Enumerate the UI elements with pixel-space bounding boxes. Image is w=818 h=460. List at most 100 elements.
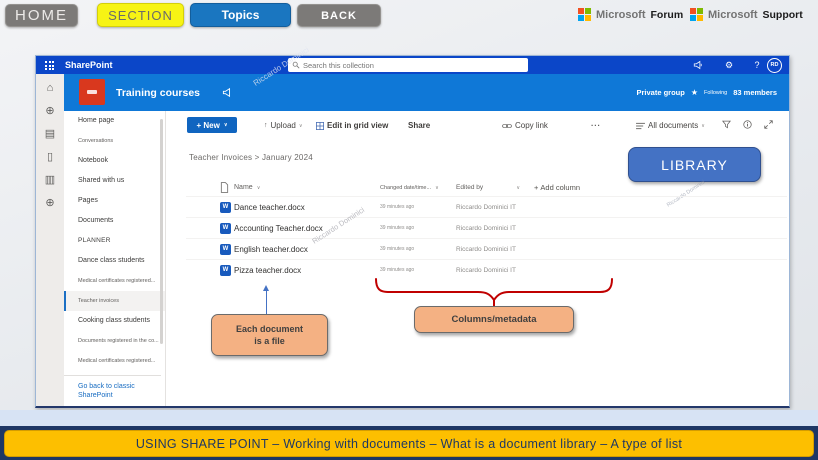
sharepoint-window: SharePoint ⚙ ? RD ⌂ ⊕ ▤ ▯ ▥ ⊕ Training course… [35, 45, 790, 408]
news-icon[interactable]: ▥ [44, 174, 56, 186]
file-edited-by: Riccardo Dominici IT [456, 245, 516, 253]
file-name[interactable]: Pizza teacher.docx [234, 265, 302, 275]
file-pointer-arrow [263, 285, 269, 317]
sidebar-item-cooking-class-students[interactable]: Cooking class students [78, 317, 150, 324]
changed-header-label: Changed date/time... [380, 184, 432, 191]
file-callout-line1: Each document [235, 324, 303, 334]
link-icon [502, 123, 512, 128]
column-header-name[interactable]: Name ∨ [234, 184, 380, 191]
word-file-icon: W [220, 201, 231, 213]
chevron-down-icon: ∨ [435, 184, 439, 191]
new-label: + New [196, 120, 220, 130]
classic-link-line2: SharePoint [78, 392, 113, 399]
search-box[interactable] [288, 58, 528, 72]
grid-icon [316, 121, 324, 130]
sidebar-item-conversations[interactable]: Conversations [78, 138, 114, 144]
file-edited-by: Riccardo Dominici IT [456, 203, 516, 211]
breadcrumb-separator: > [254, 153, 260, 162]
search-input[interactable] [303, 60, 513, 70]
columns-callout-label: Columns/metadata [451, 314, 537, 325]
sidebar-item-teacher-invoices[interactable]: Teacher invoices [64, 291, 165, 311]
suite-bar: SharePoint ⚙ ? RD [36, 56, 789, 74]
sidebar-item-home-page[interactable]: Home page [78, 117, 115, 124]
lesson-title-banner: USING SHARE POINT – Working with documen… [4, 430, 814, 457]
details-pane-icon[interactable] [743, 120, 752, 129]
sidebar-item-medical-certificates-registered[interactable]: Medical certificates registered... [78, 278, 156, 284]
id-card-icon[interactable]: ▤ [44, 128, 56, 140]
sidebar-scrollbar[interactable] [160, 119, 163, 344]
home-button[interactable]: HOME [5, 4, 78, 27]
help-icon[interactable]: ? [754, 60, 760, 70]
site-logo[interactable] [79, 79, 105, 105]
share-label: Share [408, 121, 431, 130]
home-icon[interactable]: ⌂ [46, 82, 54, 94]
column-header-changed[interactable]: Changed date/time... ∨ [380, 185, 456, 191]
sidebar-section-header: PLANNER [78, 237, 111, 244]
topics-button[interactable]: Topics [190, 3, 291, 27]
column-header-edited[interactable]: Edited by ∨ [456, 184, 534, 191]
add-column-button[interactable]: + Add column [534, 183, 787, 192]
members-count[interactable]: 83 members [733, 88, 777, 97]
sharepoint-app-title[interactable]: SharePoint [65, 60, 113, 70]
share-button[interactable]: Share [408, 121, 430, 130]
file-callout: Each document is a file [211, 314, 328, 356]
sidebar-item-documents[interactable]: Documents [78, 217, 114, 224]
breadcrumb-folder[interactable]: January 2024 [261, 153, 313, 162]
columns-callout: Columns/metadata [414, 306, 574, 333]
new-button[interactable]: + New ∨ [187, 117, 237, 133]
fullscreen-icon[interactable] [764, 120, 773, 129]
view-options-icon [636, 122, 645, 129]
page-icon[interactable]: ▯ [46, 151, 54, 163]
gear-icon[interactable]: ⚙ [724, 59, 734, 70]
sidebar-item-dance-class-students[interactable]: Dance class students [78, 257, 145, 264]
filter-icon[interactable] [722, 120, 731, 129]
breadcrumb: Teacher Invoices > January 2024 [189, 153, 313, 162]
copy-link-button[interactable]: Copy link [502, 121, 548, 130]
file-name[interactable]: Dance teacher.docx [234, 202, 305, 212]
app-launcher-icon[interactable] [45, 61, 54, 70]
edited-header-label: Edited by [456, 184, 484, 191]
megaphone-icon[interactable] [691, 58, 705, 72]
more-commands-button[interactable]: ... [591, 119, 601, 128]
view-selector[interactable]: All documents ∨ [636, 121, 705, 130]
site-title[interactable]: Training courses [116, 87, 201, 99]
microsoft-forum-logo: Microsoft Forum [578, 8, 683, 21]
globe-icon[interactable]: ⊕ [45, 105, 55, 117]
following-label[interactable]: Following [703, 89, 728, 96]
file-name[interactable]: English teacher.docx [234, 244, 308, 254]
edit-grid-view-button[interactable]: Edit in grid view [316, 121, 388, 130]
back-button[interactable]: BACK [297, 4, 381, 27]
avatar[interactable]: RD [767, 57, 782, 73]
sidebar-item-notebook[interactable]: Notebook [78, 157, 108, 164]
word-file-icon: W [220, 264, 231, 276]
left-rail: ⌂ ⊕ ▤ ▯ ▥ ⊕ [36, 74, 64, 406]
file-changed-time: 39 minutes ago [380, 225, 415, 231]
plus-circle-icon[interactable]: ⊕ [45, 197, 55, 209]
file-changed-time: 39 minutes ago [380, 246, 415, 252]
word-file-icon: W [220, 243, 231, 255]
sidebar-item-pages[interactable]: Pages [78, 197, 98, 204]
breadcrumb-library[interactable]: Teacher Invoices [189, 153, 253, 162]
sidebar-item-medical-certificates-registered[interactable]: Medical certificates registered... [78, 358, 156, 364]
file-table: Name ∨ Changed date/time... ∨ Edited by … [186, 179, 787, 280]
classic-sharepoint-link[interactable]: Go back to classic SharePoint [64, 375, 161, 400]
copy-link-label: Copy link [515, 121, 548, 130]
star-icon[interactable]: ★ [690, 88, 698, 97]
upload-button[interactable]: ↑ Upload ∨ [264, 121, 303, 130]
section-button[interactable]: SECTION [97, 3, 184, 27]
search-icon [292, 61, 300, 69]
file-changed-time: 39 minutes ago [380, 204, 415, 210]
microsoft-logo-icon [690, 8, 703, 21]
support-label: Support [762, 8, 803, 21]
privacy-label: Private group [636, 88, 685, 97]
file-name[interactable]: Accounting Teacher.docx [234, 223, 323, 233]
file-callout-line2: is a file [254, 336, 285, 346]
sidebar-item-shared-with-us[interactable]: Shared with us [78, 177, 125, 184]
microsoft-wordmark: Microsoft [596, 8, 646, 21]
sidebar-item-documents-registered-in-the-co[interactable]: Documents registered in the co... [78, 338, 159, 344]
